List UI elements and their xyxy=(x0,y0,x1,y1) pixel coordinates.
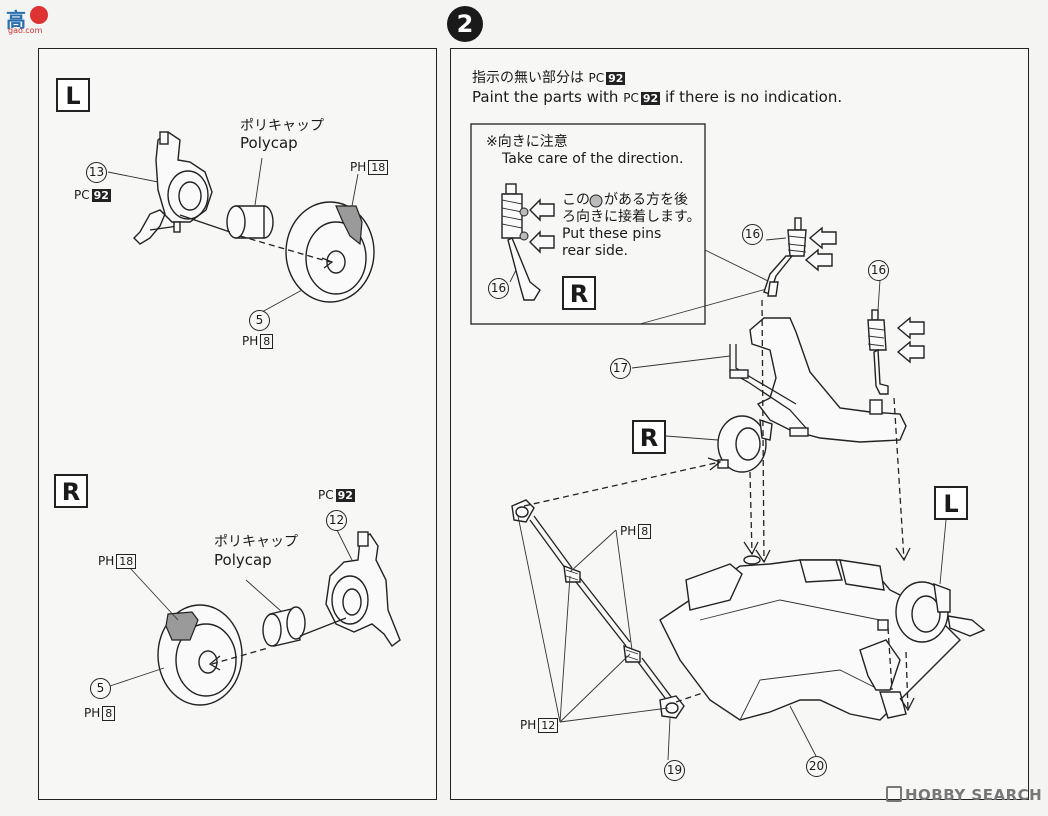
paint-code: 92 xyxy=(335,489,355,502)
paint-prefix: PH xyxy=(98,554,115,568)
pin-mark-icon xyxy=(589,194,603,208)
note-part-16-callout: 16 xyxy=(488,278,509,299)
R-brake-label: R xyxy=(632,420,666,454)
note-body-en-2: rear side. xyxy=(562,243,628,259)
shock-16-front-drawing xyxy=(763,217,807,297)
instruction-jp-text: 指示の無い部分は xyxy=(472,70,584,86)
part-13-callout: 13 xyxy=(86,162,107,183)
L-brake-label: L xyxy=(934,486,968,520)
note-body-en-1: Put these pins xyxy=(562,226,662,242)
watermark-main-text: 高 xyxy=(6,8,26,32)
paint-code: 8 xyxy=(638,524,652,539)
footer-watermark-text: HOBBY SEARCH xyxy=(905,786,1043,804)
R-section-label: R xyxy=(54,474,88,508)
part-16-callout-rear: 16 xyxy=(868,260,889,281)
polycap-en-label-R: Polycap xyxy=(214,551,272,569)
instruction-en-text-end: if there is no indication. xyxy=(664,88,843,106)
polycap-L-drawing xyxy=(226,205,274,239)
paint-code: 18 xyxy=(368,160,389,175)
paint-code: 92 xyxy=(91,189,111,202)
note-body-jp-2: ろ向きに接着します。 xyxy=(562,209,701,225)
paint-prefix: PH xyxy=(520,718,537,732)
paint-code: 12 xyxy=(538,718,559,733)
watermark-logo-icon xyxy=(30,6,48,24)
paint-prefix: PC xyxy=(74,188,90,202)
instruction-en-text: Paint the parts with xyxy=(472,88,619,106)
part-16-callout-front: 16 xyxy=(742,224,763,245)
note-body-jp-1a: この xyxy=(562,192,590,208)
knuckle-12-drawing xyxy=(325,531,401,648)
shock-16-rear-drawing xyxy=(867,309,889,395)
polycap-jp-label-L: ポリキャップ xyxy=(240,118,324,134)
polycap-R-drawing xyxy=(262,606,306,647)
wheel-hub-5-R-drawing xyxy=(157,604,243,706)
note-title-jp: ※向きに注意 xyxy=(486,134,568,150)
step-number: 2 xyxy=(456,10,474,38)
shock-absorber-small-drawing xyxy=(501,183,555,301)
paint-prefix: PH xyxy=(84,706,101,720)
part-12-callout: 12 xyxy=(326,510,347,531)
paint-prefix: PH xyxy=(242,334,259,348)
part-17-callout: 17 xyxy=(610,358,631,379)
note-R-label: R xyxy=(562,276,596,310)
part-5-callout-R: 5 xyxy=(90,678,111,699)
paint-prefix: PH xyxy=(350,160,367,174)
paint-prefix: PC xyxy=(623,91,639,105)
watermark-site-text: gao.com xyxy=(8,26,43,35)
paint-code: 92 xyxy=(640,92,661,105)
paint-prefix: PC xyxy=(318,488,334,502)
frame-17-drawing xyxy=(729,317,907,443)
part-19-callout: 19 xyxy=(664,760,685,781)
watermark-logo-icon xyxy=(886,786,902,802)
brake-disc-L-drawing xyxy=(877,581,986,643)
knuckle-13-drawing xyxy=(133,131,213,245)
paint-prefix: PC xyxy=(588,71,605,85)
polycap-en-label-L: Polycap xyxy=(240,134,298,152)
paint-code: 8 xyxy=(102,706,116,721)
part-20-callout: 20 xyxy=(806,756,827,777)
step-number-badge: 2 xyxy=(447,6,483,42)
part-5-callout-L: 5 xyxy=(249,310,270,331)
note-title-en: Take care of the direction. xyxy=(502,151,684,167)
paint-code: 92 xyxy=(606,72,626,85)
wheel-hub-5-L-drawing xyxy=(285,201,375,303)
paint-code: 8 xyxy=(260,334,274,349)
site-watermark: 高 gao.com xyxy=(4,4,74,36)
note-body-jp-1b: がある方を後 xyxy=(604,192,688,208)
L-section-label: L xyxy=(56,78,90,112)
brake-disc-R-drawing xyxy=(717,415,773,473)
polycap-jp-label-R: ポリキャップ xyxy=(214,534,298,550)
paint-prefix: PH xyxy=(620,524,637,538)
paint-code: 18 xyxy=(116,554,137,569)
hobby-search-watermark: HOBBY SEARCH xyxy=(886,786,1042,804)
